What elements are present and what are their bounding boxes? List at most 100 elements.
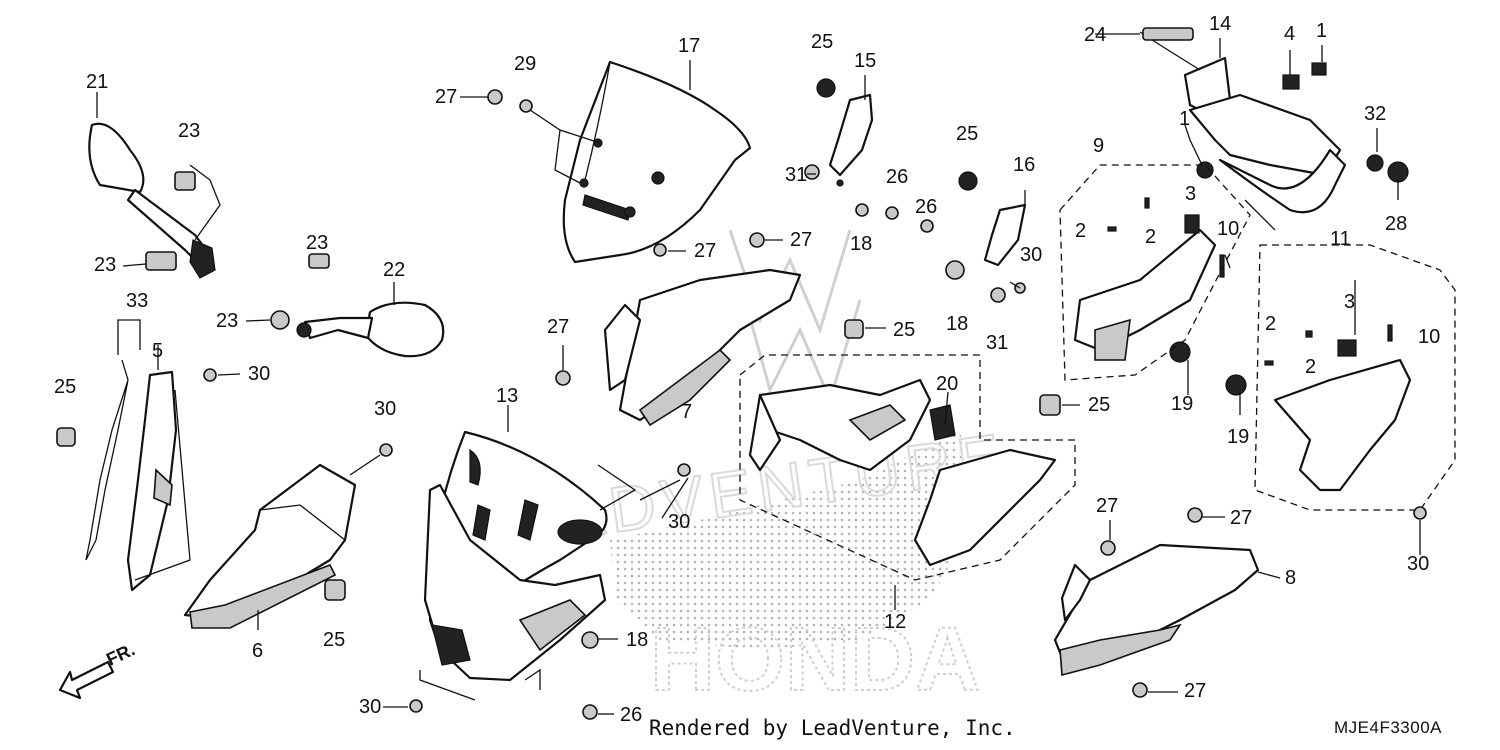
callout: 27 — [694, 240, 716, 262]
callout: 17 — [678, 35, 700, 57]
inner-cowl-left — [603, 268, 802, 427]
callout: 2 — [1265, 313, 1276, 335]
mirror-left — [88, 122, 216, 279]
callout: 29 — [514, 53, 536, 75]
group-outlines — [739, 164, 1456, 581]
fasteners — [56, 27, 1427, 720]
callout: 8 — [1285, 567, 1296, 589]
callout: 27 — [435, 86, 457, 108]
callout: 23 — [216, 310, 238, 332]
screw-icon — [1132, 682, 1148, 698]
callout: 25 — [323, 629, 345, 651]
screw-icon — [409, 699, 423, 713]
callout: 15 — [854, 50, 876, 72]
callout: 18 — [946, 313, 968, 335]
screw-icon — [379, 443, 393, 457]
callout: 27 — [547, 316, 569, 338]
callout: 11 — [1330, 228, 1351, 250]
callout: 23 — [306, 232, 328, 254]
grommet-icon — [1039, 394, 1061, 416]
callout: 25 — [893, 319, 915, 341]
screw-icon — [677, 463, 691, 477]
callout: 25 — [54, 376, 76, 398]
nut-icon — [990, 287, 1006, 303]
callout: 2 — [1305, 356, 1316, 378]
bolt-icon — [308, 253, 330, 269]
screw-icon — [203, 368, 217, 382]
bolt-icon — [145, 251, 177, 271]
callout: 30 — [668, 511, 690, 533]
washer-icon — [945, 260, 965, 280]
washer-icon — [581, 631, 599, 649]
side-trim-left — [85, 359, 178, 592]
callout: 10 — [1217, 218, 1239, 240]
screw-icon — [885, 206, 899, 220]
callout: 30 — [1020, 244, 1042, 266]
callout: 23 — [178, 120, 200, 142]
side-cowl-left — [183, 463, 357, 629]
callout: 3 — [1185, 183, 1196, 205]
front-upper-cowl — [423, 430, 608, 682]
meter-panel-9 — [1073, 197, 1225, 361]
bracket-16 — [958, 171, 1027, 267]
callout: 26 — [886, 166, 908, 188]
callout: 3 — [1344, 291, 1355, 313]
callout: 14 — [1209, 13, 1231, 35]
footer-credit: Rendered by LeadVenture, Inc. — [649, 716, 1016, 740]
callout: 24 — [1084, 24, 1106, 46]
callout: 27 — [1230, 507, 1252, 529]
callout: 25 — [811, 31, 833, 53]
screw-icon — [487, 89, 503, 105]
callout: 2 — [1145, 226, 1156, 248]
bolt-icon — [1142, 27, 1194, 41]
callout: 27 — [1096, 495, 1118, 517]
windscreen — [562, 60, 752, 264]
callout: 6 — [252, 640, 263, 662]
callout: 1 — [1316, 20, 1327, 42]
cowl-stay — [1139, 31, 1409, 231]
callout: 12 — [884, 611, 906, 633]
callout: 13 — [496, 385, 518, 407]
diagram-code: MJE4F3300A — [1334, 718, 1442, 737]
callout: 4 — [1284, 23, 1295, 45]
callout: 33 — [126, 290, 148, 312]
callout: 18 — [850, 233, 872, 255]
callout: 20 — [936, 373, 958, 395]
screw-icon — [749, 232, 765, 248]
screw-icon — [1413, 506, 1427, 520]
washer-icon — [519, 99, 533, 113]
callout: 5 — [152, 340, 163, 362]
honda-watermark-text: HONDA — [650, 610, 980, 710]
callout: 19 — [1171, 393, 1193, 415]
callout: 16 — [1013, 154, 1035, 176]
screw-icon — [653, 243, 667, 257]
callout: 22 — [383, 259, 405, 281]
callout: 2 — [1075, 220, 1086, 242]
screw-icon — [555, 370, 571, 386]
callout: 25 — [956, 123, 978, 145]
grommet-icon — [844, 319, 864, 339]
callout: 26 — [620, 704, 642, 726]
callout: 25 — [1088, 394, 1110, 416]
callout: 30 — [1407, 553, 1429, 575]
callout: 23 — [94, 254, 116, 276]
callout: 28 — [1385, 213, 1407, 235]
grommet-icon — [324, 579, 346, 601]
callout: 19 — [1227, 426, 1249, 448]
callout: 31 — [986, 332, 1008, 354]
meter-panel-11 — [1169, 324, 1412, 492]
callout-pointers — [122, 33, 1421, 715]
callout: 30 — [248, 363, 270, 385]
grommet-icon — [56, 427, 76, 447]
leader-lines — [96, 38, 1399, 701]
washer-icon — [855, 203, 869, 217]
nut-icon — [804, 164, 820, 180]
front-inner-panel — [748, 378, 1057, 567]
screw-icon — [1187, 507, 1203, 523]
callout: 26 — [915, 196, 937, 218]
callout: 32 — [1364, 103, 1386, 125]
callout: 27 — [1184, 680, 1206, 702]
bolt-icon — [270, 310, 290, 330]
callout: 27 — [790, 229, 812, 251]
